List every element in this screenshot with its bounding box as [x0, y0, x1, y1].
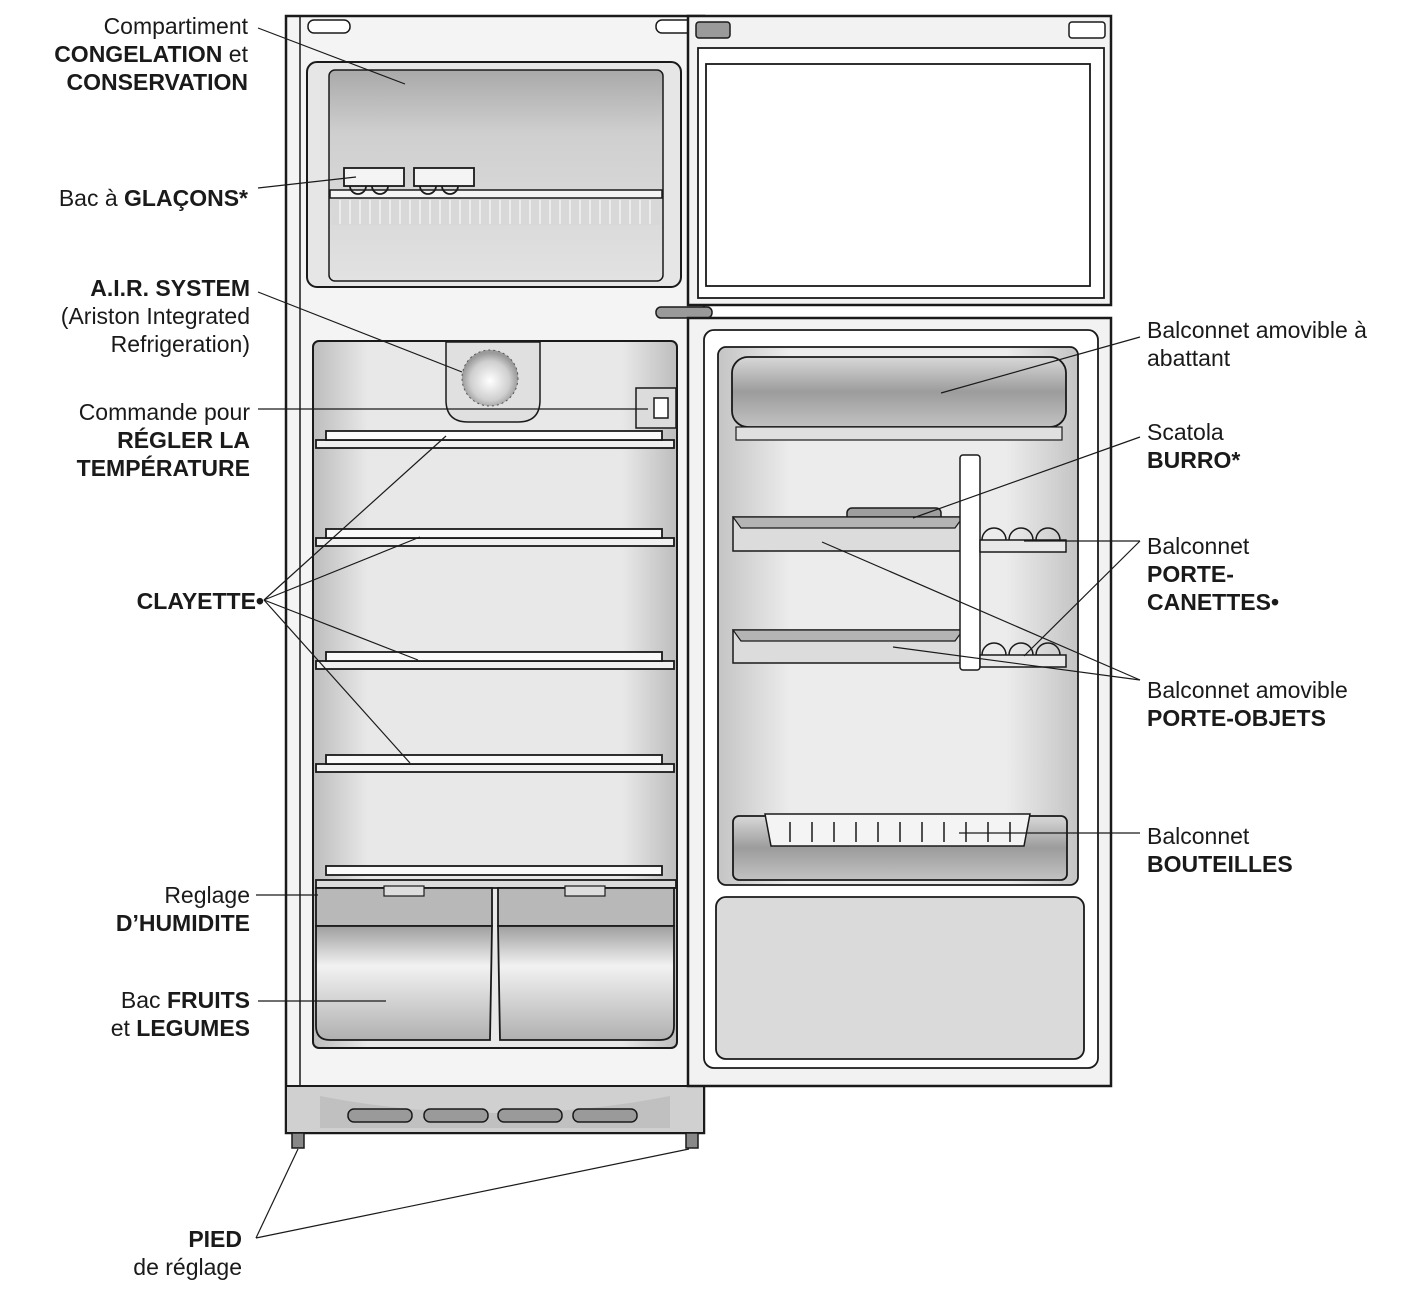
- label-humidite: Reglage D’HUMIDITE: [115, 882, 250, 936]
- label-glacons: Bac à GLAÇONS*: [58, 185, 248, 211]
- freezer-door: [655, 14, 1113, 319]
- leader-lines: [255, 27, 1141, 1239]
- label-porte-objets: Balconnet amovible PORTE-OBJETS: [1147, 677, 1348, 731]
- label-balconnet-abattant: Balconnet amovible à abattant: [1147, 317, 1367, 371]
- label-porte-canettes: Balconnet PORTE- CANETTES•: [1147, 533, 1280, 615]
- label-clayette: CLAYETTE•: [136, 588, 264, 614]
- shelves: [315, 430, 675, 876]
- label-commande: Commande pour RÉGLER LA TEMPÉRATURE: [76, 399, 250, 481]
- label-bouteilles: Balconnet BOUTEILLES: [1147, 823, 1293, 877]
- label-fruits-legumes: Bac FRUITS et LEGUMES: [110, 987, 250, 1041]
- foot-left: [291, 1132, 305, 1149]
- label-burro: Scatola BURRO*: [1147, 419, 1241, 473]
- crisper-drawers: [315, 879, 677, 1041]
- freezer-compartment: [306, 61, 682, 288]
- ice-trays: [343, 167, 475, 195]
- label-air-system: A.I.R. SYSTEM (Ariston Integrated Refrig…: [60, 275, 250, 357]
- fridge-door: [686, 316, 1113, 1088]
- fridge-compartment: [312, 340, 678, 1049]
- label-pied: PIED de réglage: [133, 1226, 242, 1280]
- foot-right: [685, 1132, 699, 1149]
- label-compartiment: Compartiment CONGELATION et CONSERVATION: [54, 13, 248, 95]
- plinth: [285, 1085, 705, 1149]
